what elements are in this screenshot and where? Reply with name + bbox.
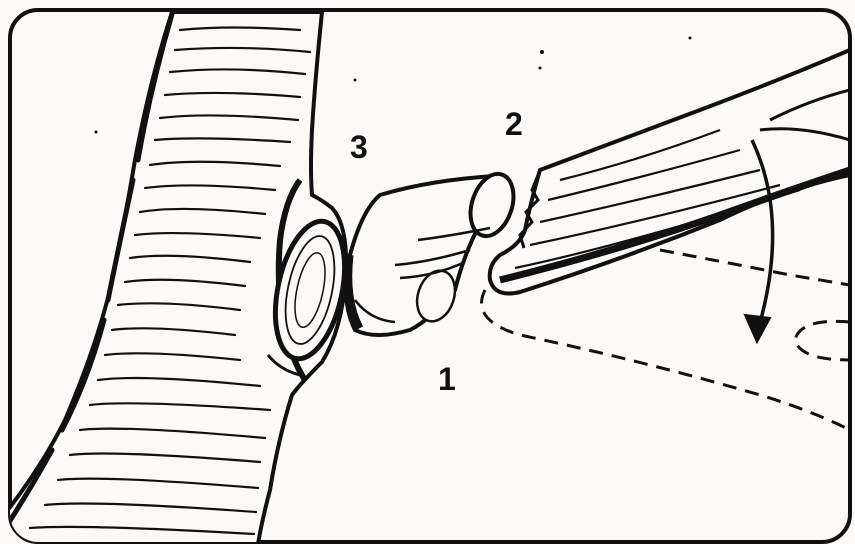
label-first-cut: 1 [438,361,456,397]
label-final-cut: 3 [350,129,368,165]
label-second-cut: 2 [505,106,523,142]
